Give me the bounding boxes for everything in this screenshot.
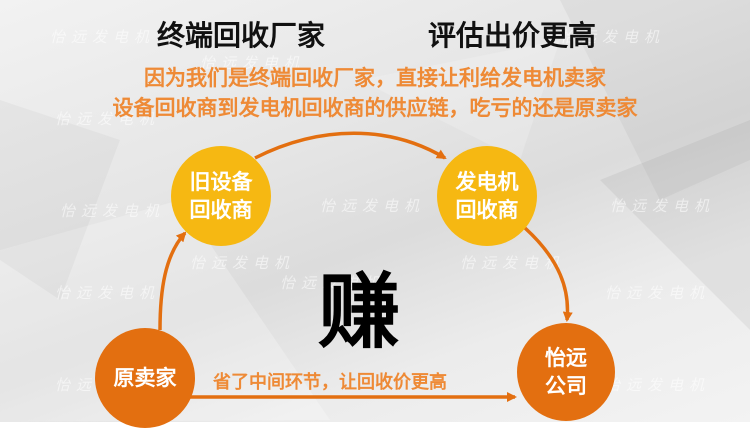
arrow-seller-to-old-recycler xyxy=(158,231,187,331)
node-label: 原卖家 xyxy=(113,366,177,390)
center-label-earn: 赚 xyxy=(318,265,401,360)
title-left: 终端回收厂家 xyxy=(157,19,326,52)
title-right: 评估出价更高 xyxy=(428,19,597,52)
watermark: 怡远发电机 xyxy=(320,197,426,215)
node-label: 回收商 xyxy=(189,198,253,222)
subtitle-line-1: 因为我们是终端回收厂家，直接让利给发电机卖家 xyxy=(144,66,606,90)
arrow-old-to-generator-recycler xyxy=(254,131,447,160)
watermark: 怡远发电机 xyxy=(560,28,666,46)
watermark: 怡远发电机 xyxy=(55,284,161,302)
watermark: 怡远发电机 xyxy=(55,110,161,128)
node-old-equipment-recycler: 旧设备 回收商 xyxy=(171,146,271,246)
node-label: 怡远 xyxy=(545,346,587,370)
watermark: 怡远发电机 xyxy=(60,202,166,220)
node-label: 公司 xyxy=(545,374,587,398)
watermark: 怡远发电机 xyxy=(605,284,711,302)
direct-path-label: 省了中间环节，让回收价更高 xyxy=(213,372,447,393)
watermark: 怡远发电机 xyxy=(610,197,716,215)
subtitle-line-2: 设备回收商到发电机回收商的供应链，吃亏的还是原卖家 xyxy=(112,96,638,120)
watermark: 怡远发电机 xyxy=(605,376,711,394)
watermark: 怡远发电机 xyxy=(280,274,386,292)
watermark: 怡远发电机 xyxy=(50,28,156,46)
node-label: 旧设备 xyxy=(189,170,253,194)
node-generator-recycler: 发电机 回收商 xyxy=(437,146,537,246)
node-original-seller: 原卖家 xyxy=(95,328,195,428)
watermark: 怡远发电机 xyxy=(460,254,566,272)
arrow-generator-recycler-to-company xyxy=(523,226,573,322)
node-label: 发电机 xyxy=(455,170,519,194)
node-label: 回收商 xyxy=(455,198,519,222)
watermark: 怡远发电机 xyxy=(200,54,306,72)
node-yiyuan-company: 怡远 公司 xyxy=(517,323,615,421)
watermark: 怡远发电机 xyxy=(190,254,296,272)
